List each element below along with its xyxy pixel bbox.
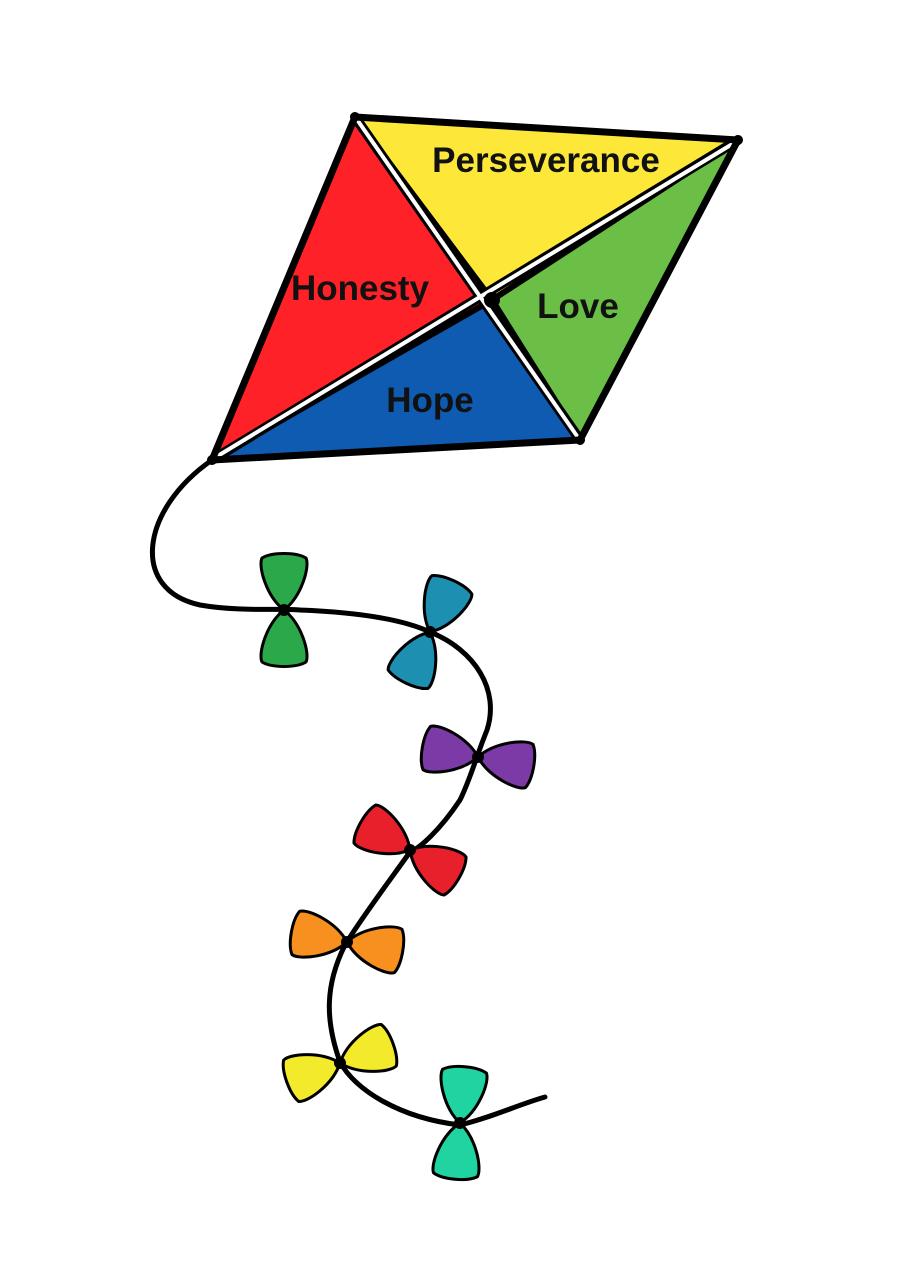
- tail-bow-knot: [472, 751, 484, 763]
- tail-bow-1: [259, 552, 309, 668]
- kite-tail-bows: [259, 552, 537, 1182]
- tail-bow-wing: [281, 1053, 342, 1103]
- tail-bow-knot: [278, 604, 290, 616]
- tail-bow-wing: [419, 724, 480, 774]
- tail-bow-knot: [341, 936, 353, 948]
- tail-bow-wing: [352, 803, 412, 856]
- label-honesty: Honesty: [291, 269, 430, 308]
- tail-bow-4: [352, 803, 468, 897]
- tail-bow-knot: [334, 1057, 346, 1069]
- kite-outline: [208, 113, 742, 464]
- tail-bow-knot: [404, 844, 416, 856]
- tail-bow-wing: [476, 740, 537, 790]
- tail-bow-wing: [259, 608, 309, 668]
- kite-tail-string: [150, 457, 548, 1128]
- label-perseverance: Perseverance: [432, 141, 660, 180]
- tail-bow-knot: [454, 1117, 466, 1129]
- label-love: Love: [537, 287, 619, 326]
- tail-bow-wing: [408, 844, 468, 897]
- tail-bow-wing: [345, 925, 406, 975]
- tail-bow-5: [288, 909, 406, 975]
- tail-bow-wing: [259, 552, 309, 612]
- tail-bow-wing: [422, 574, 474, 634]
- tail-bow-wing: [431, 1121, 481, 1182]
- tail-bow-wing: [439, 1064, 489, 1125]
- tail-bow-wing: [288, 909, 349, 959]
- kite-spars: [207, 112, 743, 465]
- tail-bow-3: [419, 724, 537, 790]
- tail-bow-wing: [338, 1023, 399, 1073]
- tail-bow-7: [431, 1064, 489, 1182]
- tail-bow-knot: [424, 626, 436, 638]
- tail-bow-wing: [386, 630, 438, 690]
- label-hope: Hope: [386, 381, 474, 420]
- tail-bow-6: [281, 1023, 399, 1103]
- tail-bow-2: [386, 574, 474, 690]
